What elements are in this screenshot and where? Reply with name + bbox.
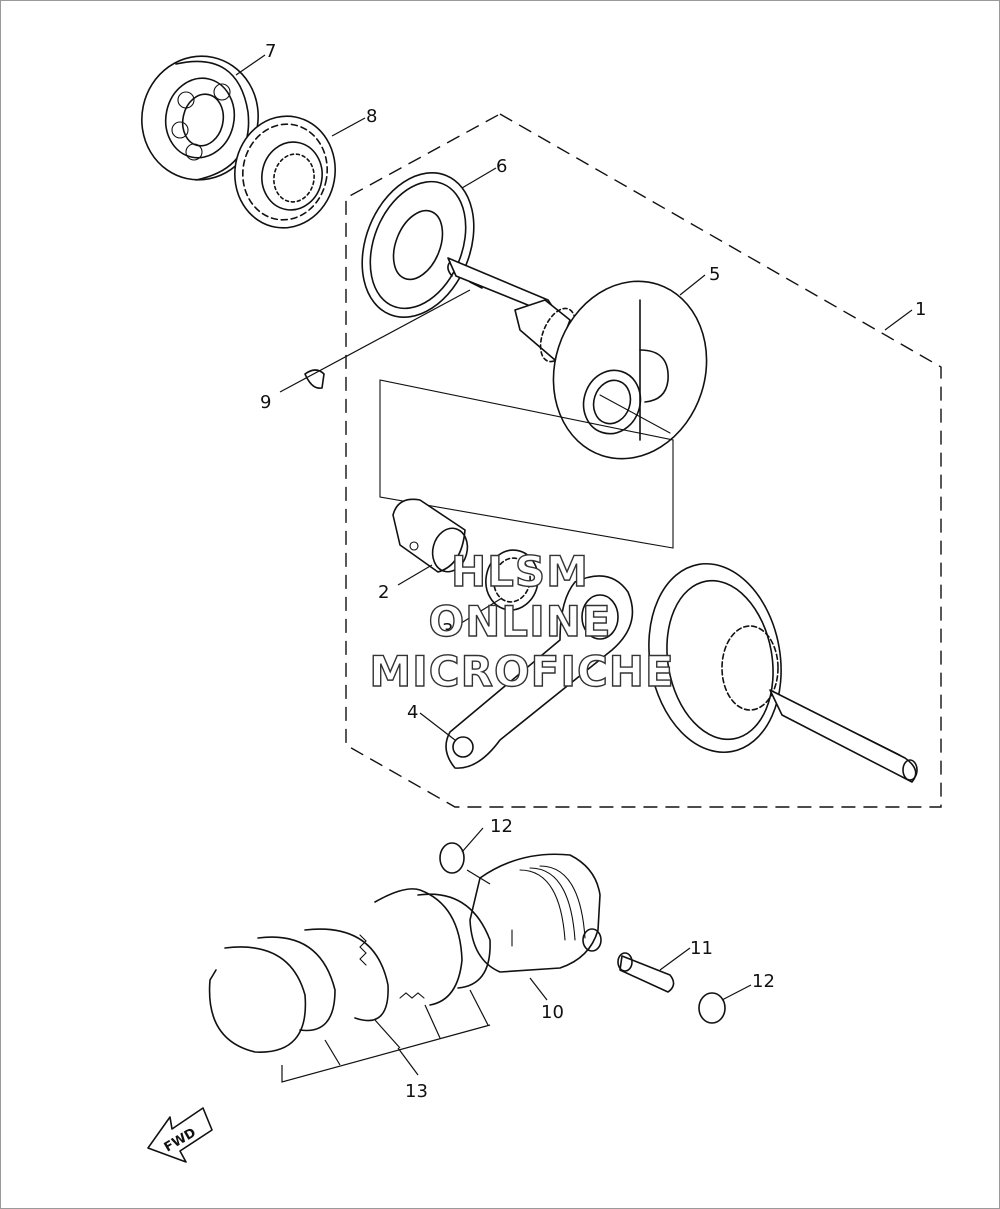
watermark-line-2: ONLINE <box>428 597 611 646</box>
crankshaft-assembly-boundary <box>345 113 942 808</box>
part-7-bearing <box>141 55 259 181</box>
callout-1: 1 <box>915 299 926 320</box>
alignment-guide <box>379 379 674 549</box>
callout-12-right: 12 <box>752 971 775 992</box>
callout-6: 6 <box>496 156 507 177</box>
part-5-crank-half <box>447 257 708 460</box>
part-2-crank-pin <box>392 498 469 573</box>
part-12-clip-left <box>439 842 465 874</box>
part-10-piston <box>469 853 602 973</box>
callout-7: 7 <box>265 41 276 62</box>
part-11-piston-pin <box>617 952 675 993</box>
part-3-needle-bearing <box>485 549 539 611</box>
watermark-line-1: HLSM <box>451 547 589 596</box>
callout-2: 2 <box>378 582 389 603</box>
callout-3: 3 <box>442 620 453 641</box>
part-4-connecting-rod <box>445 575 634 769</box>
forward-arrow-icon: FWD <box>147 1107 213 1163</box>
part-12-clip-right <box>698 992 726 1024</box>
callout-10: 10 <box>541 1002 564 1023</box>
callout-5: 5 <box>709 264 720 285</box>
callout-9: 9 <box>260 392 271 413</box>
part-13-ring-set <box>208 888 491 1053</box>
callout-12-top: 12 <box>490 816 513 837</box>
watermark-line-3: MICROFICHE <box>369 647 674 696</box>
part-9-key <box>304 369 325 390</box>
callout-4: 4 <box>407 702 418 723</box>
callout-8: 8 <box>366 106 377 127</box>
callout-13: 13 <box>405 1081 428 1102</box>
part-1-crank-lower <box>648 562 918 783</box>
callout-11: 11 <box>690 938 713 959</box>
part-6-washer <box>361 171 475 319</box>
part-8-gear <box>234 115 336 229</box>
